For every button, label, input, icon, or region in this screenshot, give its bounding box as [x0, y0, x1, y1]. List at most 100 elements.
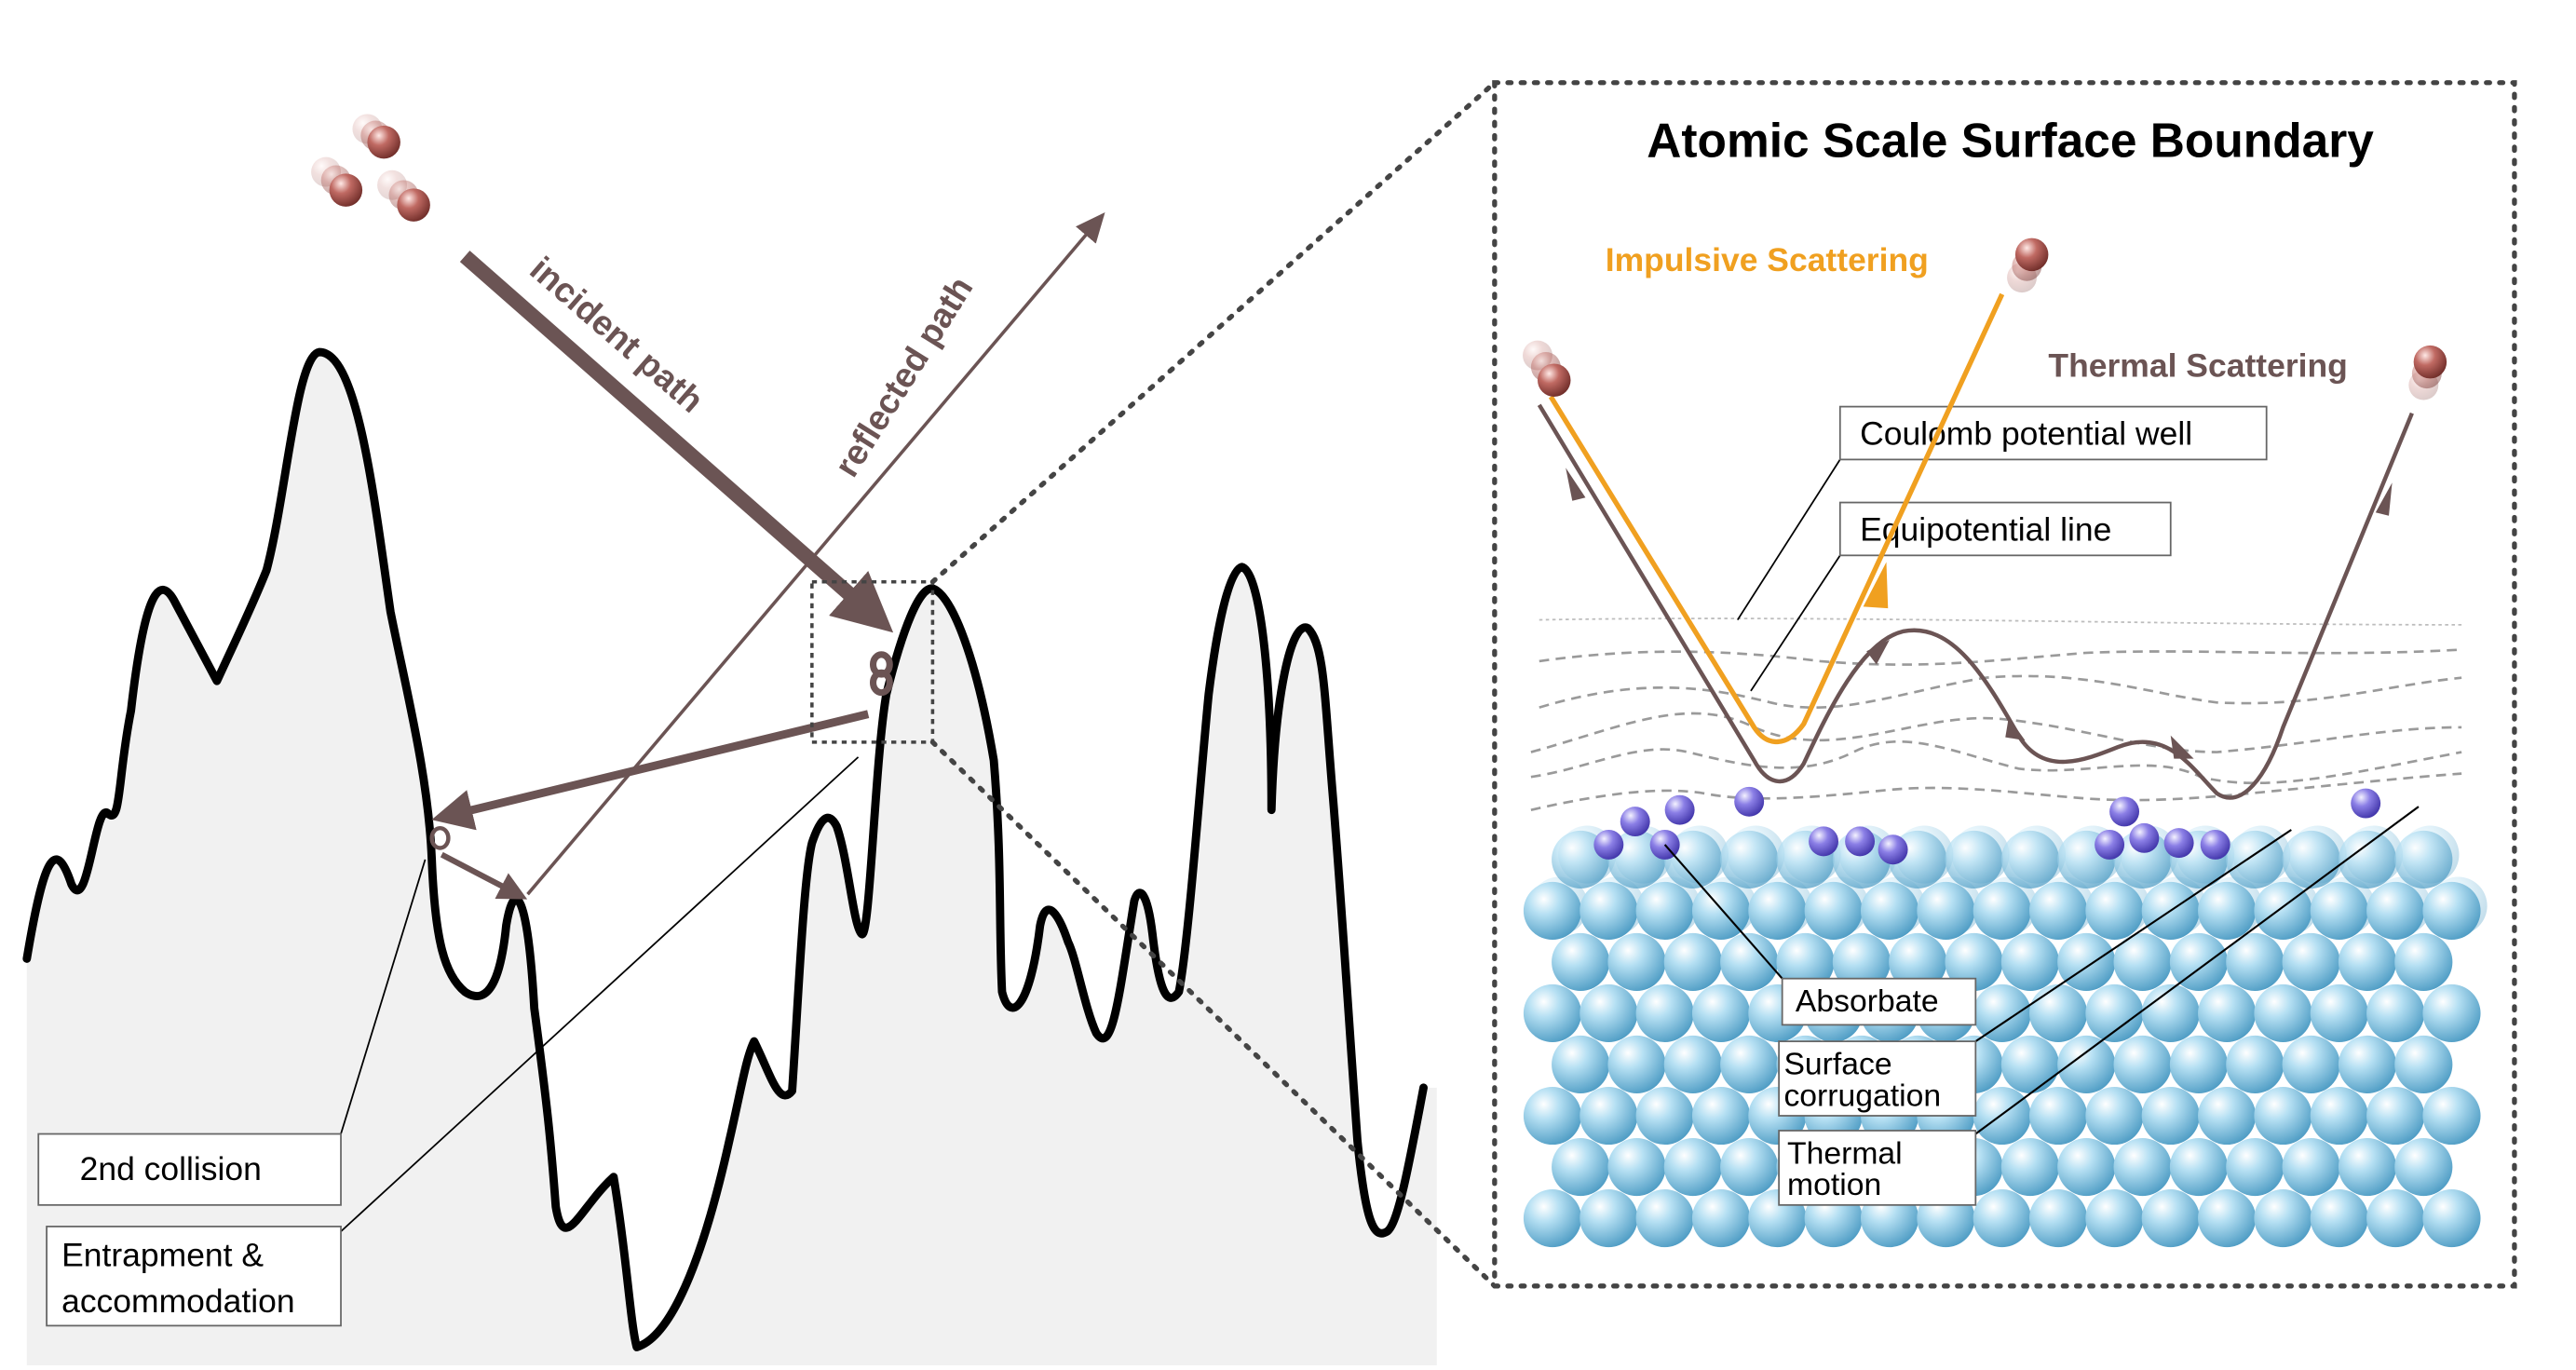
surface-atom — [1889, 932, 1947, 992]
surface-atom — [2422, 1086, 2481, 1146]
surface-atom — [1720, 830, 1779, 888]
incoming-particles — [311, 114, 430, 222]
thermal-trajectory-arrowheads — [1566, 468, 2393, 759]
surface-atom — [2394, 1035, 2453, 1094]
surface-atom — [1832, 932, 1891, 992]
second-collision-text: 2nd collision — [80, 1150, 262, 1187]
entrapment-text-line1: Entrapment & — [61, 1237, 264, 1274]
surface-atom — [1635, 983, 1694, 1043]
surface-atom — [2198, 983, 2257, 1043]
surface-atom — [1720, 1035, 1779, 1094]
coulomb-callout — [1838, 405, 2268, 461]
surface-atom — [2029, 1086, 2088, 1146]
impulsive-scattering-label: Impulsive Scattering — [1606, 241, 1929, 278]
inset-panel — [1492, 80, 2517, 1289]
surface-atom — [1523, 983, 1582, 1043]
surface-atom — [2422, 881, 2481, 940]
absorbate-text: Absorbate — [1796, 983, 1939, 1019]
surface-atom — [1691, 1188, 1751, 1248]
surface-atom — [1945, 932, 2003, 992]
reflected-path-arrow — [526, 212, 1105, 896]
surface-atom — [1663, 932, 1722, 992]
incident-path-arrow — [459, 251, 894, 633]
surface-atom — [1973, 1086, 2031, 1146]
second-collision-callout — [37, 1133, 342, 1206]
surface-atom — [2310, 983, 2368, 1043]
corrugation-callout — [1778, 1040, 1977, 1117]
absorbate-leader — [1663, 844, 1783, 980]
surface-atom — [2113, 1137, 2172, 1197]
coulomb-leader — [1737, 458, 1841, 621]
surface-atom — [1945, 830, 2003, 888]
surface-atom — [2198, 1086, 2257, 1146]
surface-atom — [1635, 1086, 1694, 1146]
surface-atom — [2169, 932, 2228, 992]
surface-atom — [1523, 1086, 1582, 1146]
rough-surface — [22, 347, 1437, 1369]
corrugation-leader — [1974, 829, 2292, 1043]
surface-atom — [1860, 881, 1919, 940]
surface-atom — [1579, 1188, 1638, 1248]
surface-atom — [2085, 983, 2144, 1043]
surface-atom — [2310, 881, 2368, 940]
surface-atom — [2366, 1188, 2425, 1248]
surface-atom — [2000, 1035, 2059, 1094]
zoom-connector-top — [929, 80, 1498, 585]
entrapment-callout — [46, 1226, 342, 1327]
surface-atom — [2226, 830, 2285, 888]
surface-atom — [2113, 932, 2172, 992]
surface-atom — [1579, 1086, 1638, 1146]
entrapment-text-line2: accommodation — [61, 1282, 295, 1320]
surface-atom — [2366, 983, 2425, 1043]
surface-atom — [2141, 1086, 2200, 1146]
surface-atom — [2141, 983, 2200, 1043]
surface-atom — [1973, 983, 2031, 1043]
thermal-motion-leader — [1974, 806, 2420, 1135]
corrugation-text-line2: corrugation — [1783, 1078, 1941, 1113]
surface-atom — [1663, 1137, 1722, 1197]
surface-atom — [2338, 1137, 2397, 1197]
coulomb-text: Coulomb potential well — [1860, 414, 2192, 452]
surface-profile — [22, 347, 1428, 1351]
surface-atom — [1635, 1188, 1694, 1248]
surface-atom — [2422, 1188, 2481, 1248]
surface-atom — [1720, 932, 1779, 992]
surface-atom — [2394, 1137, 2453, 1197]
thermal-motion-callout — [1778, 1130, 1977, 1206]
surface-atom — [2000, 830, 2059, 888]
absorbate-callout — [1781, 977, 1977, 1026]
thermal-motion-text-line1: Thermal — [1787, 1135, 1903, 1171]
surface-atom — [2366, 1086, 2425, 1146]
surface-atom — [2254, 1188, 2312, 1248]
surface-atom — [2057, 932, 2116, 992]
surface-atom — [1523, 1188, 1582, 1248]
surface-atom — [1552, 1035, 1610, 1094]
surface-atom — [1579, 881, 1638, 940]
entrapment-loops — [869, 651, 893, 697]
surface-atom — [2338, 1035, 2397, 1094]
surface-atom — [2282, 1035, 2340, 1094]
surface-atom-lattice — [1523, 825, 2488, 1248]
surface-atom — [2338, 932, 2397, 992]
surface-atom — [1691, 1086, 1751, 1146]
surface-atom — [2198, 881, 2257, 940]
surface-atom — [1663, 1035, 1722, 1094]
surface-atom — [2422, 983, 2481, 1043]
surface-atom — [1607, 1035, 1666, 1094]
absorbate-atoms — [1593, 786, 2381, 865]
surface-atom — [2141, 1188, 2200, 1248]
impulsive-trajectory — [1548, 292, 2005, 745]
surface-atom — [1635, 881, 1694, 940]
surface-atom — [1607, 932, 1666, 992]
surface-atom — [2226, 1035, 2285, 1094]
surface-fill — [26, 352, 1437, 1369]
surface-atom — [2085, 1188, 2144, 1248]
surface-atom — [2338, 830, 2397, 888]
surface-atom — [2310, 1086, 2368, 1146]
surface-atom — [2282, 932, 2340, 992]
zoom-connector-bottom — [929, 739, 1498, 1289]
surface-atom — [2254, 881, 2312, 940]
surface-atom — [1776, 932, 1835, 992]
second-collision-loop — [429, 825, 451, 850]
